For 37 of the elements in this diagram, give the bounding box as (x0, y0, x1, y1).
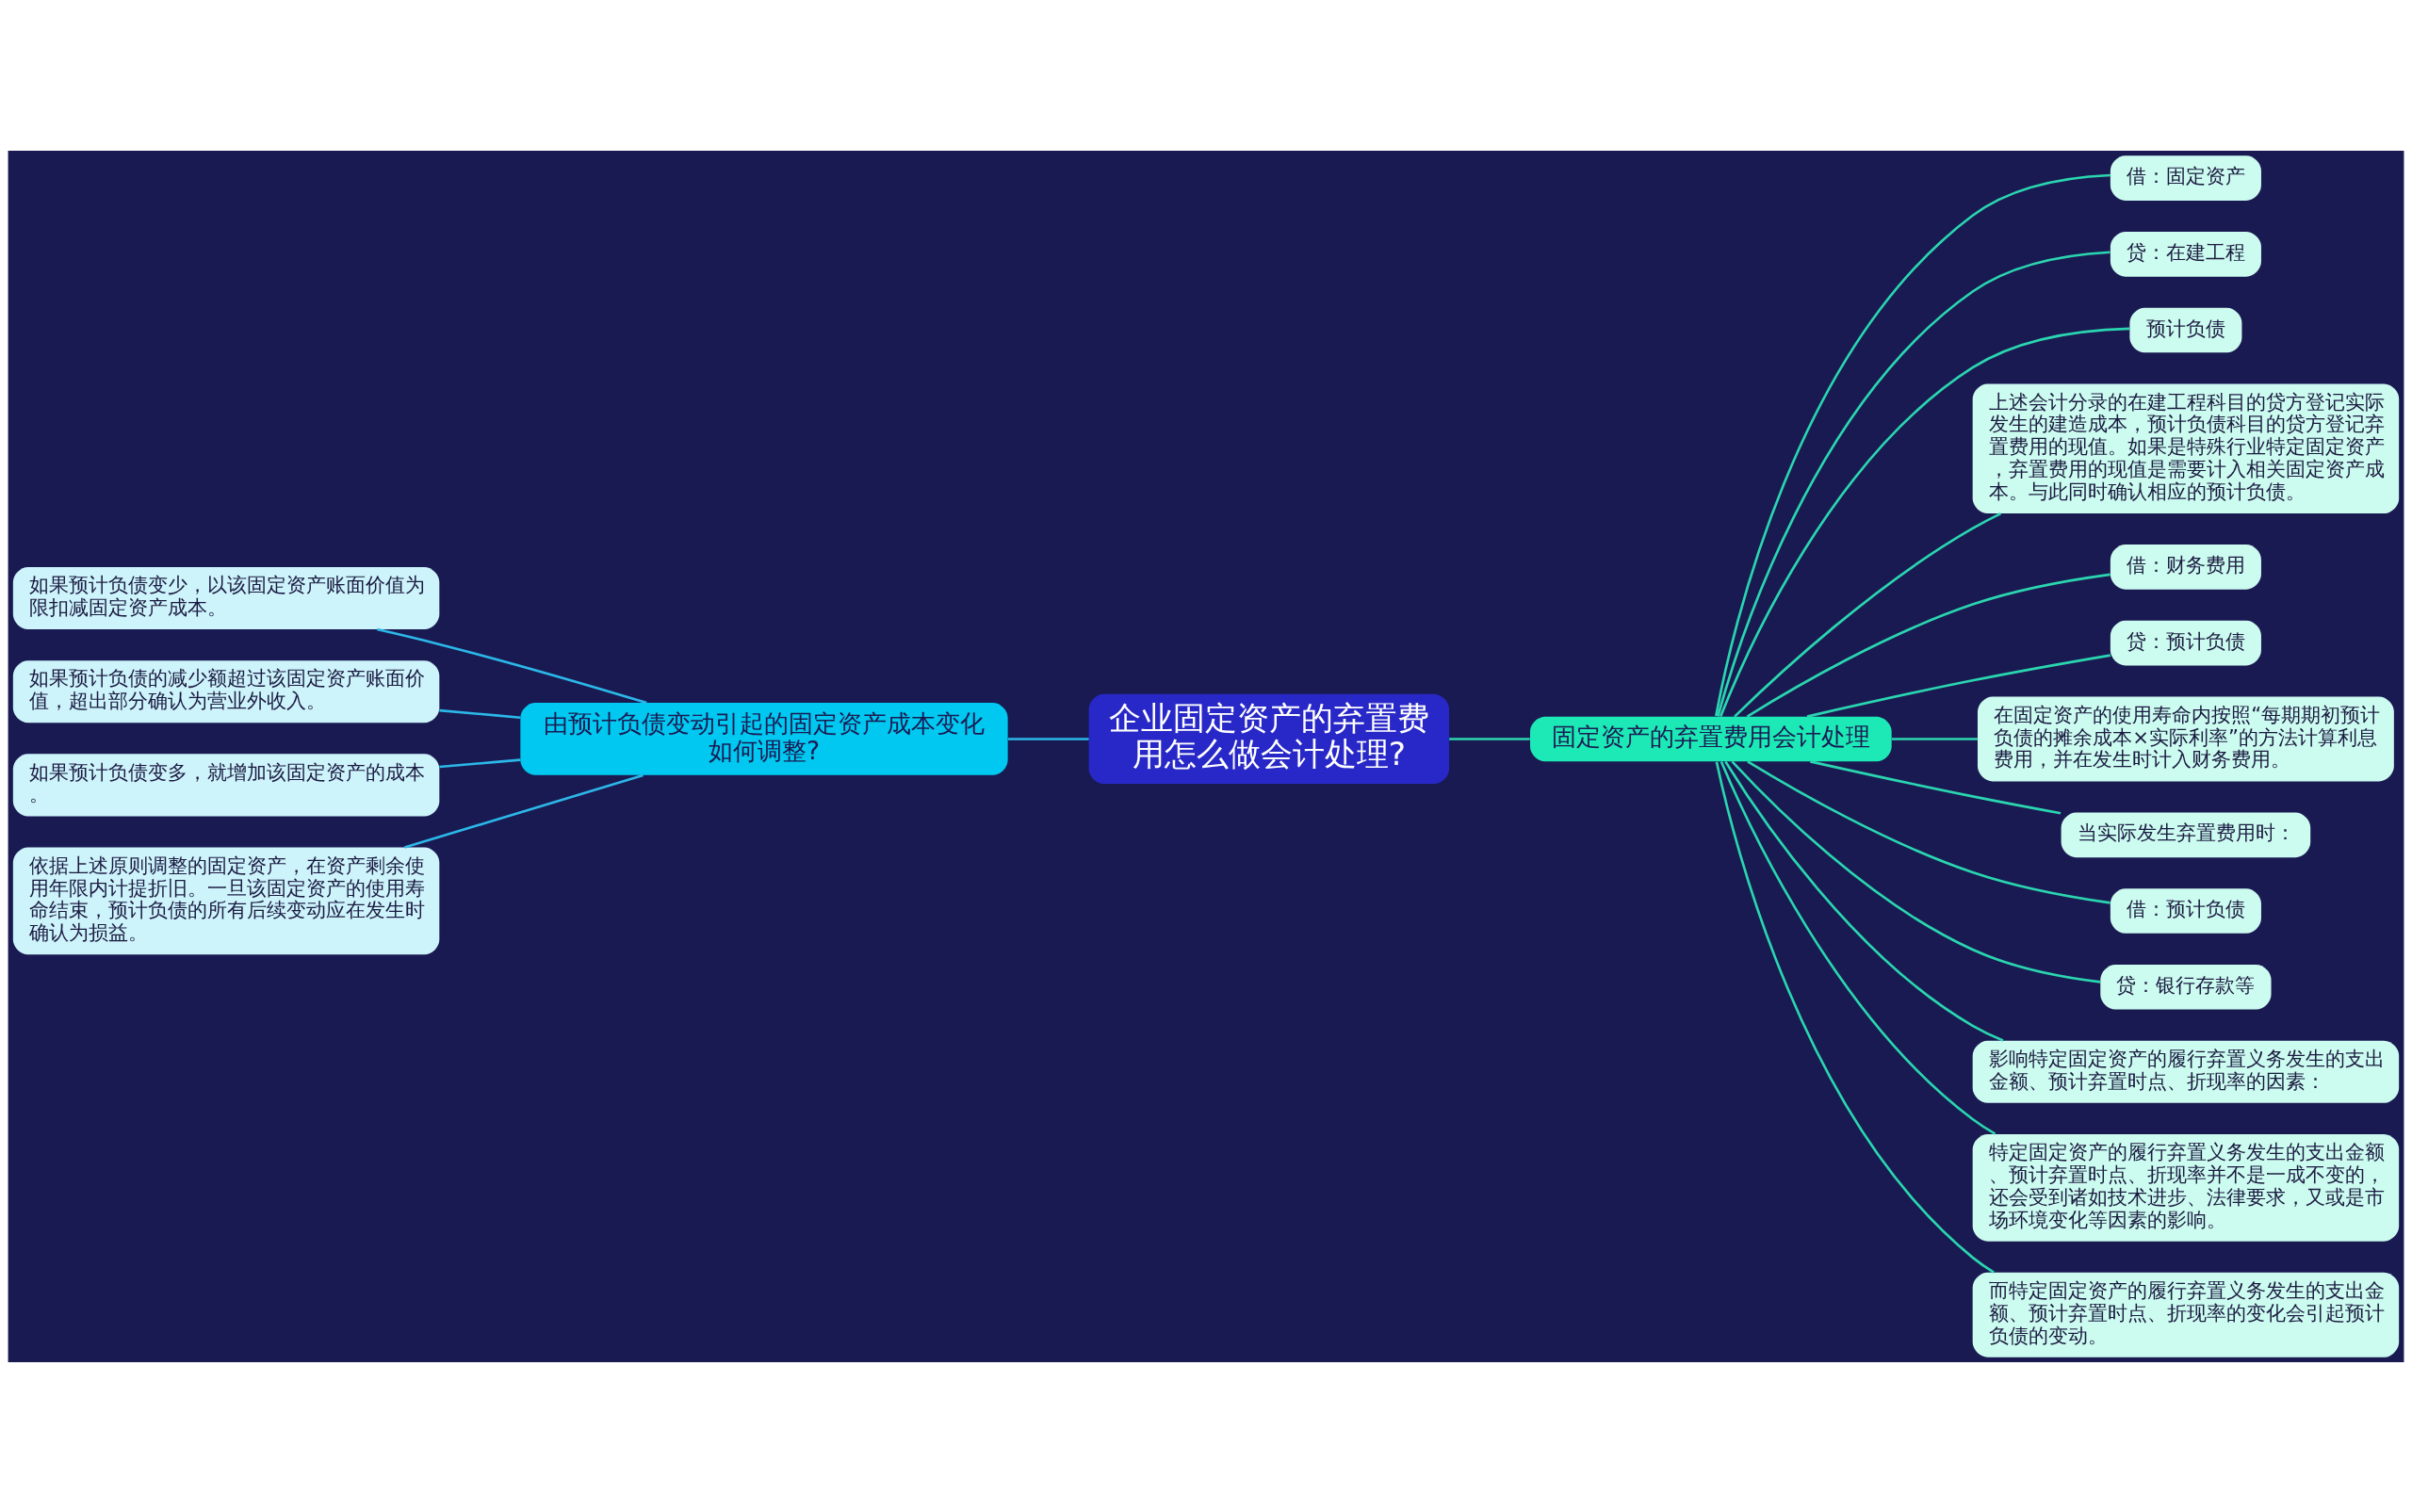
node-box: 特定固定资产的履行弃置义务发生的支出金额、预计弃置时点、折现率并不是一成不变的，还会受到诸如技术进步、法律要求，又或是市场环境变化等因素的影响。 (1972, 1133, 2400, 1242)
node-box: 贷：在建工程 (2110, 231, 2261, 277)
node-box: 如果预计负债变少，以该固定资产账面价值为限扣减固定资产成本。 (12, 566, 440, 629)
connector (1007, 737, 1089, 740)
node-box: 如果预计负债的减少额超过该固定资产账面价值，超出部分确认为营业外收入。 (12, 659, 440, 723)
connector (1746, 573, 2110, 718)
connector (1731, 759, 2101, 984)
node-box: 借：预计负债 (2110, 887, 2261, 934)
node-box: 影响特定固定资产的履行弃置义务发生的支出金额、预计弃置时点、折现率的因素： (1972, 1040, 2400, 1103)
node-box: 在固定资产的使用寿命内按照“每期期初预计负债的摊余成本×实际利率”的方法计算利息费用，并在发生时计入财务费用。 (1977, 696, 2394, 781)
node-box: 借：财务费用 (2110, 544, 2261, 590)
node-box: 由预计负债变动引起的固定资产成本变化如何调整? (520, 702, 1008, 775)
node-box: 贷：银行存款等 (2100, 964, 2272, 1010)
connector (439, 708, 521, 719)
node-box: 固定资产的弃置费用会计处理 (1530, 716, 1892, 761)
connector (1806, 653, 2111, 718)
connector (1715, 760, 1995, 1274)
node-box: 上述会计分录的在建工程科目的贷方登记实际发生的建造成本，预计负债科目的贷方登记弃置费用的现值。如果是特殊行业特定固定资产，弃置费用的现值是需要计入相关固定资产成本。与此同时确认相应的预计负债。 (1972, 382, 2400, 513)
connector (1734, 512, 2002, 718)
connector (404, 773, 644, 849)
connector (1891, 737, 1978, 740)
node-box: 借：固定资产 (2110, 154, 2261, 201)
connector (439, 757, 521, 768)
node-box: 当实际发生弃置费用时： (2061, 812, 2311, 857)
node-box: 如果预计负债变多，就增加该固定资产的成本。 (12, 753, 440, 816)
connector (1810, 759, 2062, 814)
node-box: 预计负债 (2129, 307, 2242, 352)
connector (1724, 760, 2004, 1042)
connector (1449, 737, 1530, 740)
connector (1747, 759, 2110, 904)
connector (376, 627, 647, 704)
node-box: 依据上述原则调整的固定资产，在资产剩余使用年限内计提折旧。一旦该固定资产的使用寿命结束，预计负债的所有后续变动应在发生时确认为损益。 (12, 847, 440, 954)
connector (1719, 760, 1996, 1135)
node-box: 贷：预计负债 (2110, 620, 2261, 665)
connector (1719, 327, 2130, 717)
node-box: 而特定固定资产的履行弃置义务发生的支出金额、预计弃置时点、折现率的变化会引起预计负债的变动。 (1972, 1272, 2400, 1358)
node-box: 企业固定资产的弃置费用怎么做会计处理? (1088, 693, 1449, 784)
